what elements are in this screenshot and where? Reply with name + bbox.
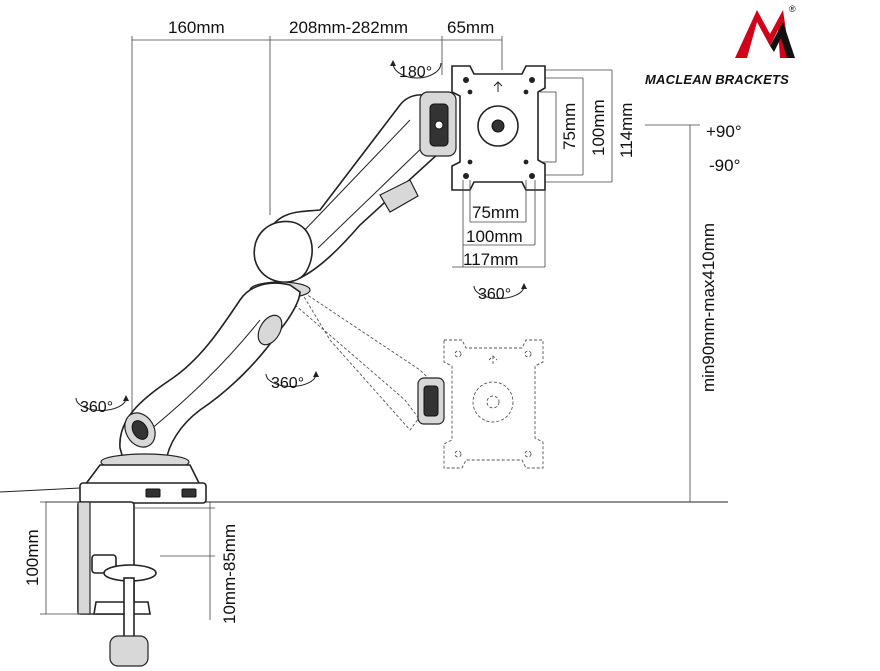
rotation-base-label: 360° bbox=[80, 399, 113, 416]
dim-vesa-h-75: 75mm bbox=[472, 203, 519, 222]
dim-clamp-height: 100mm bbox=[23, 529, 42, 586]
base-pivot bbox=[83, 453, 202, 486]
top-dimension-lines bbox=[131, 36, 503, 420]
rotation-arrow-elbow bbox=[265, 371, 319, 387]
dim-vesa-h-100: 100mm bbox=[466, 227, 523, 246]
rotation-head-label: 180° bbox=[399, 64, 432, 81]
tilt-down-label: -90° bbox=[709, 156, 740, 175]
rotation-arrow-plate bbox=[473, 283, 527, 299]
dim-desk-thickness: 10mm-85mm bbox=[220, 524, 239, 624]
desk-clamp bbox=[77, 501, 157, 667]
dim-arm-segment-1: 160mm bbox=[168, 18, 225, 37]
tilt-up-label: +90° bbox=[706, 122, 742, 141]
dim-arm-segment-2: 208mm-282mm bbox=[289, 18, 408, 37]
dim-vesa-v-100: 100mm bbox=[589, 99, 608, 156]
vesa-vertical-dimension-lines bbox=[540, 69, 613, 183]
tilt-head-upper bbox=[419, 91, 457, 157]
clamp-dimension-lines bbox=[40, 501, 215, 620]
lower-arm bbox=[119, 282, 301, 463]
dim-head-offset: 65mm bbox=[447, 18, 494, 37]
rotation-arrow-head bbox=[390, 60, 442, 79]
rotation-plate-label: 360° bbox=[478, 286, 511, 303]
vesa-horizontal-dimension-lines bbox=[452, 180, 546, 268]
dim-plate-height: 114mm bbox=[617, 103, 636, 158]
rotation-arrow-base bbox=[75, 395, 129, 411]
logo-mark-red bbox=[735, 10, 790, 58]
logo-mark-black bbox=[770, 22, 795, 58]
tilt-head-lower bbox=[417, 377, 445, 425]
height-dimension-lines bbox=[645, 124, 700, 502]
vesa-plate-upper bbox=[451, 65, 546, 191]
desk-base bbox=[0, 482, 207, 504]
brand-logo: ® MACLEAN BRACKETS bbox=[645, 4, 796, 87]
logo-registered-mark: ® bbox=[789, 4, 796, 14]
rotation-elbow-label: 360° bbox=[271, 375, 304, 392]
dim-vesa-v-75: 75mm bbox=[560, 103, 579, 150]
dim-plate-width: 117mm bbox=[463, 250, 518, 269]
logo-wordmark: MACLEAN BRACKETS bbox=[645, 72, 789, 87]
vesa-plate-lower-dashed bbox=[443, 339, 544, 469]
dim-height-range: min90mm-max410mm bbox=[699, 223, 718, 392]
